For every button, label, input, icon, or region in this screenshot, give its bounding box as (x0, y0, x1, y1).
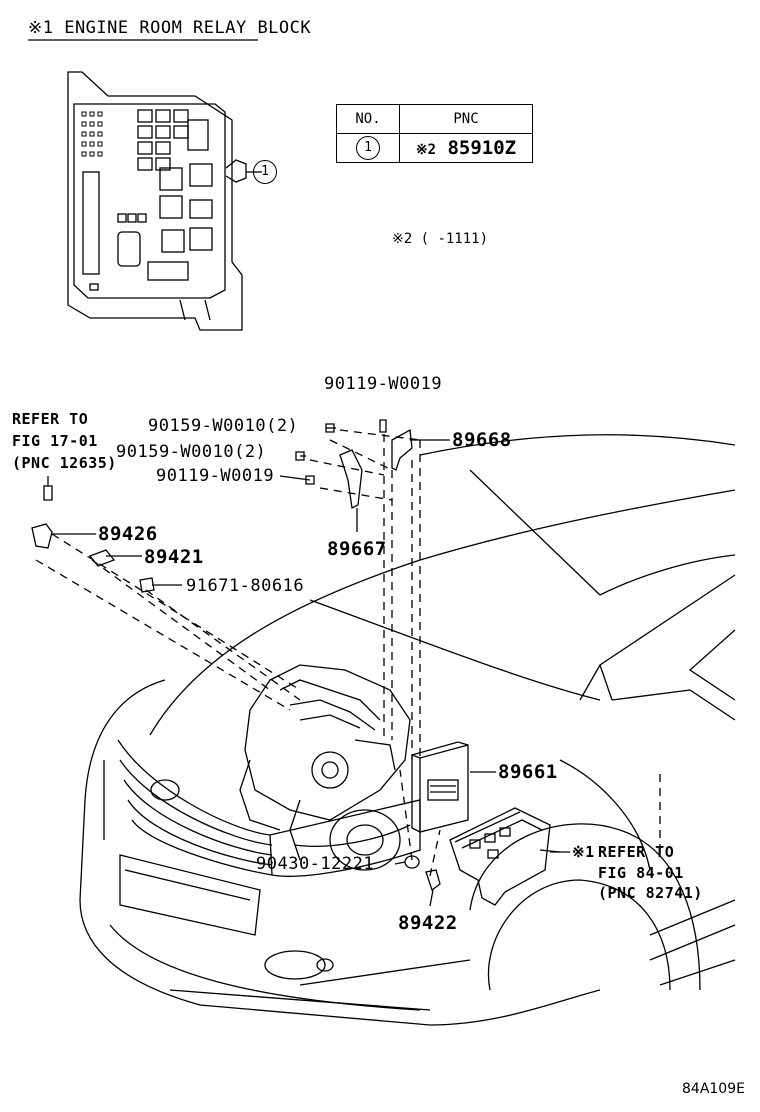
part-label-90159-b: 90159-W0010(2) (116, 442, 267, 462)
leader-lines (47, 427, 570, 907)
part-label-91671: 91671-80616 (186, 576, 305, 596)
part-label-90159-a: 90159-W0010(2) (148, 416, 299, 436)
refer-note-1-line2: FIG 17-01 (12, 432, 98, 450)
engine-illustration (239, 664, 411, 871)
callout-1-marker: 1 (253, 160, 277, 184)
refer-note-2-line2: FIG 84-01 (598, 864, 684, 882)
part-label-89421: 89421 (144, 546, 204, 568)
part-label-90430: 90430-12221 (256, 854, 375, 874)
part-label-89661: 89661 (498, 761, 558, 783)
refer-note-1-line3: (PNC 12635) (12, 454, 117, 472)
pnc-table-header-no: NO. (336, 104, 400, 134)
pnc-table: NO. PNC 1 ※2 85910Z (336, 104, 533, 163)
ecu-89661-illustration (411, 741, 469, 833)
callout-1-number: 1 (253, 160, 277, 184)
part-label-89668: 89668 (452, 429, 512, 451)
dashed-lines (35, 429, 661, 877)
relay-block-illustration (67, 71, 262, 331)
pnc-row-value: 85910Z (447, 137, 517, 159)
pnc-row-mark: ※2 (415, 142, 437, 158)
relay-block-installed (449, 807, 561, 906)
refer-note-2-line1: REFER TO (598, 843, 675, 861)
note-2: ※2 ( -1111) (392, 231, 489, 247)
pnc-table-header-pnc: PNC (399, 104, 533, 134)
figure-code: 84A109E (682, 1081, 745, 1097)
refer-note-1-line1: REFER TO (12, 410, 89, 428)
part-label-89426: 89426 (98, 523, 158, 545)
pnc-table-row-circle: 1 (356, 136, 380, 160)
diagram-title: ※1 ENGINE ROOM RELAY BLOCK (28, 18, 312, 38)
part-label-89667: 89667 (327, 538, 387, 560)
refer-note-2-mark: ※1 (572, 843, 595, 861)
small-parts (31, 419, 441, 892)
vehicle-outline (79, 434, 736, 1026)
part-label-90119-mid: 90119-W0019 (156, 466, 275, 486)
refer-note-2-line3: (PNC 82741) (598, 884, 703, 902)
part-label-90119-top: 90119-W0019 (324, 374, 443, 394)
part-label-89422: 89422 (398, 912, 458, 934)
pnc-table-row-pnc: ※2 85910Z (399, 133, 533, 163)
pnc-table-row-no: 1 (336, 133, 400, 163)
